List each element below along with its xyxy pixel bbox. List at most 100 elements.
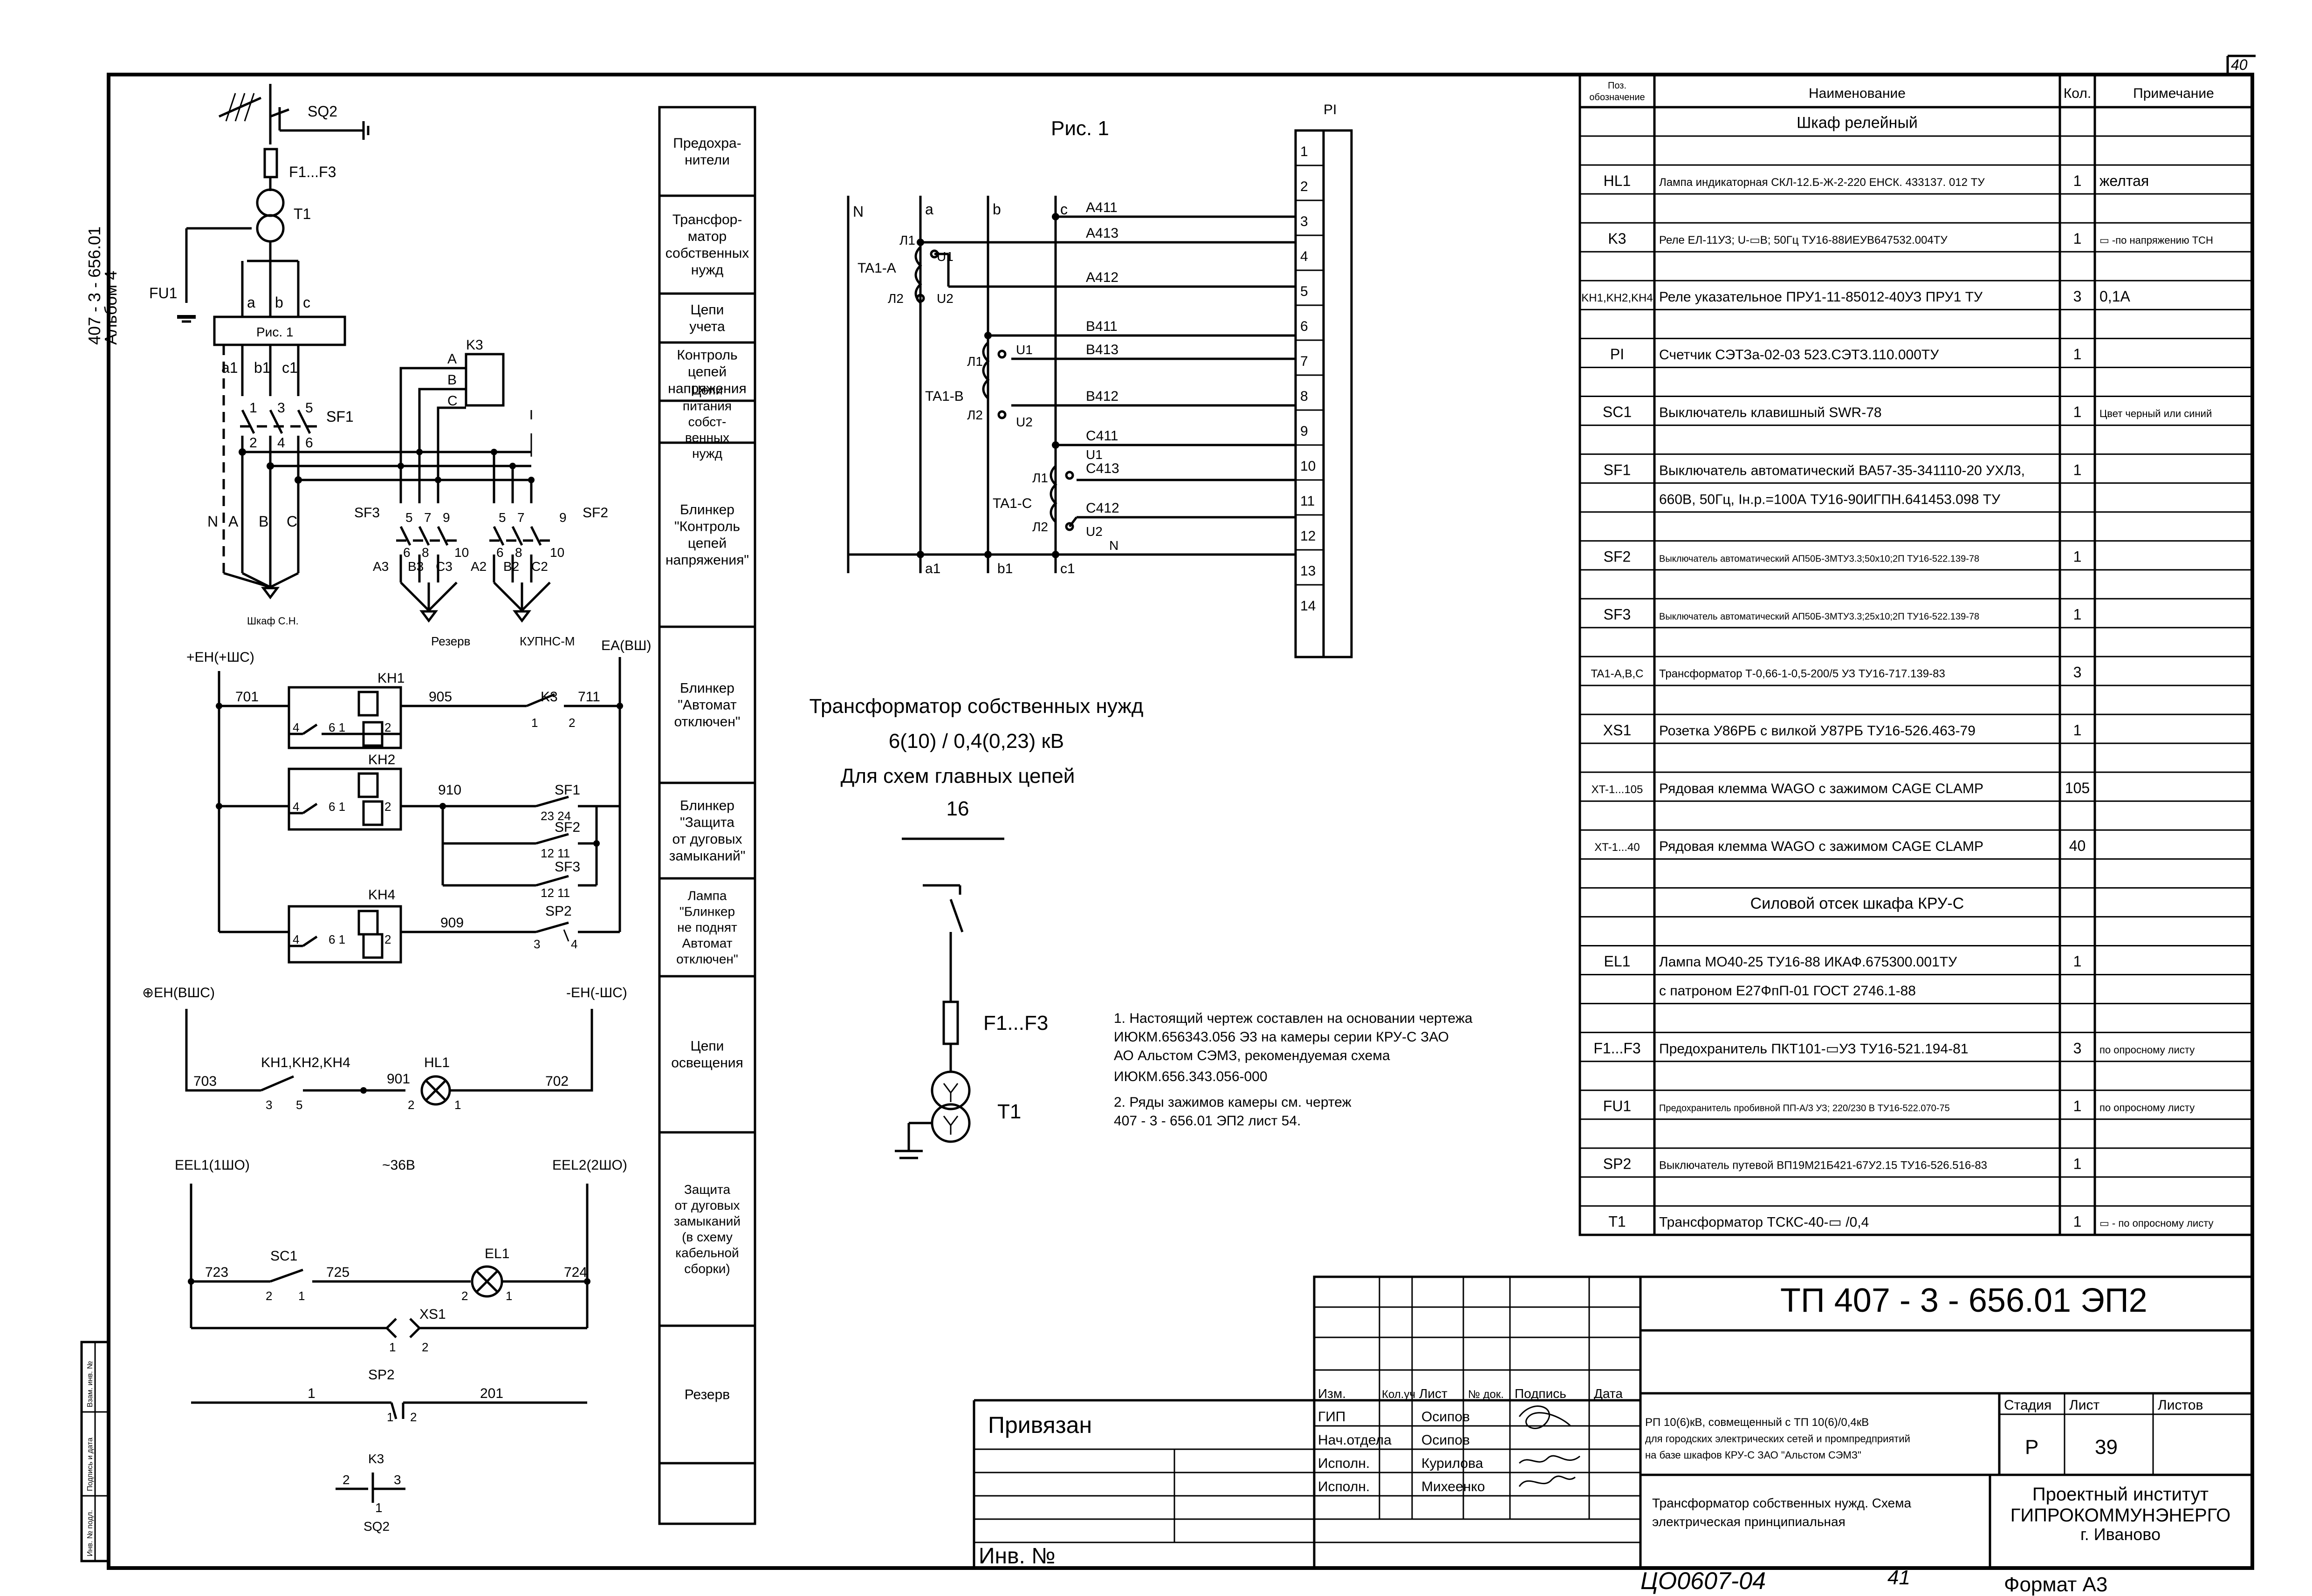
role-nach-otdela: Нач.отдела — [1318, 1432, 1392, 1448]
wire-b411: B411 — [1086, 319, 1118, 334]
label-a: A — [228, 513, 239, 530]
label-fuse: F1...F3 — [289, 164, 336, 180]
sf2-contact-12-11: 12 11 — [541, 846, 570, 860]
wire-702: 702 — [545, 1074, 569, 1089]
pi-terminal-4: 4 — [1300, 249, 1308, 264]
sheet-title-line2: электрическая принципиальная — [1652, 1514, 1845, 1529]
pi-terminal-11: 11 — [1300, 493, 1315, 509]
transformer-t1-coil-2 — [256, 214, 285, 243]
spec-row-pos: XS1 — [1603, 722, 1631, 739]
ta1c-l1: Л1 — [1032, 471, 1048, 485]
sf3-pin-8: 8 — [422, 545, 429, 560]
spec-row-name: Выключатель путевой ВП19М21Б421-67У2.15 … — [1659, 1159, 1987, 1172]
project-line-1: РП 10(6)кВ, совмещенный с ТП 10(6)/0,4кВ — [1645, 1416, 1869, 1429]
k3-pin-2-bottom: 2 — [343, 1473, 350, 1487]
spec-row-name: Выключатель автоматический ВА57-35-34111… — [1659, 463, 2025, 478]
side-stamp: Инв. № подл. Подпись и дата Взам. инв. № — [80, 1341, 110, 1562]
wire-701: 701 — [235, 689, 259, 705]
label-shkaf-sn: Шкаф С.Н. — [247, 615, 299, 627]
pi-terminal-5: 5 — [1300, 284, 1308, 299]
org-line2: ГИПРОКОММУНЭНЕРГО — [2010, 1505, 2231, 1526]
relay-kh1 — [288, 686, 402, 749]
label-b1: b1 — [254, 359, 271, 376]
note-line-2: АО Альстом СЭМЗ, рекомендуемая схема — [1114, 1048, 1390, 1063]
org-line1: Проектный институт — [2032, 1484, 2209, 1505]
transformer-t1-coil-1 — [256, 188, 285, 217]
k3-pin-a: A — [447, 351, 457, 367]
spec-row-note: 0,1А — [2099, 288, 2130, 305]
tsn-title-line2: 6(10) / 0,4(0,23) кВ — [889, 730, 1064, 753]
pi-terminal-12: 12 — [1300, 528, 1316, 544]
spec-row-pos: PI — [1610, 346, 1624, 363]
label-kh2: KH2 — [368, 752, 395, 767]
kh4-pin-6-1: 6 1 — [329, 932, 345, 946]
label-sf2-contact: SF2 — [555, 820, 580, 835]
bus-b1: b1 — [997, 561, 1013, 576]
pi-terminal-8: 8 — [1300, 389, 1308, 404]
k3-pin-b: B — [447, 372, 457, 388]
col-list: Лист — [1419, 1386, 1448, 1401]
spec-row-pos: SF1 — [1604, 461, 1631, 478]
sf3-pin-5: 5 — [405, 510, 413, 525]
spec-row-note: по опросному листу — [2099, 1044, 2195, 1055]
org-line3: г. Иваново — [2080, 1525, 2161, 1544]
wire-c413: C413 — [1086, 461, 1119, 476]
lamp-circuit: ⊕ЕН(ВШС) -ЕН(-ШС) 703 KH1,KH2,KH4 3 5 90… — [142, 985, 627, 1112]
spec-header-name: Наименование — [1809, 86, 1906, 101]
sf1-pin-4: 4 — [277, 435, 285, 451]
spec-row-name: Трансформатор Т-0,66-1-0,5-200/5 УЗ ТУ16… — [1659, 668, 1945, 680]
kh4-pin-4: 4 — [293, 932, 299, 946]
sf1-pin-2: 2 — [249, 435, 257, 451]
wire-723: 723 — [205, 1265, 228, 1280]
spec-row-qty: 1 — [2073, 461, 2082, 478]
label-b3: B3 — [408, 559, 424, 574]
spec-row-qty: 1 — [2073, 346, 2082, 363]
k3-pin-1-bottom: 1 — [375, 1500, 383, 1515]
power-schematic: SQ2 F1...F3 T1 FU1 a b c Рис. 1 a1 b1 c1… — [149, 84, 608, 648]
footer-archive-number: ЦО0607-04 — [1640, 1568, 1766, 1595]
label-fig1-box: Рис. 1 — [256, 325, 293, 339]
footer-sheet: 41 — [1887, 1566, 1910, 1589]
sp2-pin-2: 2 — [410, 1410, 417, 1424]
spec-row-qty: 1 — [2073, 1097, 2082, 1114]
spec-row-pos: K3 — [1608, 230, 1626, 247]
spec-row-pos: SP2 — [1603, 1156, 1631, 1172]
sheet-corner-number: 40 — [2231, 56, 2248, 73]
kh2-pin-4: 4 — [293, 800, 299, 814]
ta1b-l2: Л2 — [967, 408, 983, 422]
note-line-4: 2. Ряды зажимов камеры см. чертеж — [1114, 1095, 1352, 1110]
spec-row-pos: SC1 — [1603, 404, 1632, 420]
sf3-pin-9: 9 — [443, 510, 450, 525]
spec-row-name: Лампа индикаторная СКЛ-12.Б-Ж-2-220 ЕНСК… — [1659, 176, 1985, 189]
label-ta1b: TA1-B — [925, 389, 964, 404]
spec-row-name: Трансформатор ТСКС-40-▭ /0,4 — [1659, 1215, 1869, 1230]
label-fuse-center: F1...F3 — [983, 1012, 1048, 1034]
side-album: Альбом 4 — [101, 271, 120, 345]
kh-contact-3: 3 — [266, 1098, 272, 1112]
ta1a-l2: Л2 — [888, 291, 904, 306]
spec-row-name: Выключатель автоматический АП50Б-3МТУ3.3… — [1659, 554, 1979, 564]
wire-909: 909 — [440, 915, 464, 931]
label-fu1: FU1 — [149, 285, 177, 301]
meter-pi-label: PI — [1324, 102, 1337, 117]
col-izm: Изм. — [1318, 1386, 1346, 1401]
label-el1: EL1 — [485, 1246, 509, 1261]
sf3-pin-10: 10 — [454, 545, 469, 560]
header-stage: Стадия — [2004, 1397, 2051, 1413]
bus-a1: a1 — [925, 561, 940, 576]
wire-b413: B413 — [1086, 342, 1118, 357]
header-sheet: Лист — [2069, 1397, 2099, 1413]
spec-row-name: с патроном Е27ФпП-01 ГОСТ 2746.1-88 — [1659, 983, 1916, 999]
spec-row-name: Рядовая клемма WAGO с зажимом CAGE CLAMP — [1659, 781, 1983, 796]
wire-c412: C412 — [1086, 500, 1119, 516]
wire-725: 725 — [326, 1265, 350, 1280]
sf1-pin-3: 3 — [277, 400, 285, 416]
spec-row-qty: 40 — [2069, 837, 2086, 854]
value-sheet: 39 — [2095, 1436, 2118, 1459]
